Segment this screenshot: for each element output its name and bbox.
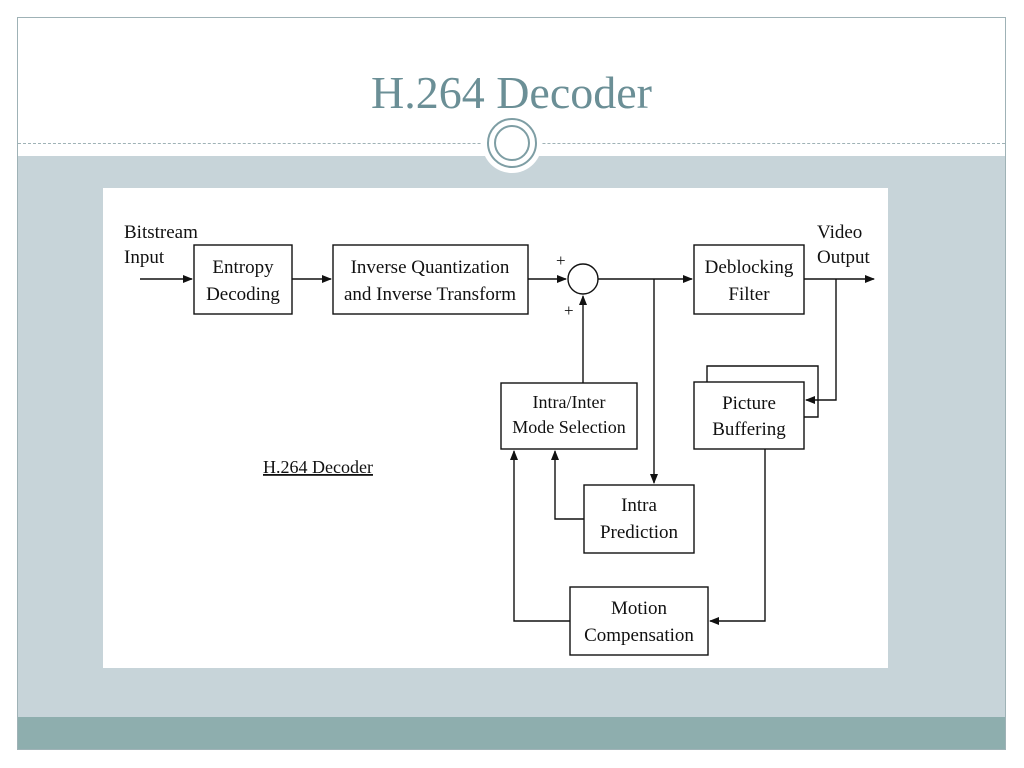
entropy-decoding-label-2: Decoding <box>206 284 280 305</box>
motion-compensation-block: Motion Compensation <box>569 586 709 656</box>
arrow-motion-comp-to-mode-selection <box>510 450 570 622</box>
ornament-ring-inner <box>494 125 530 161</box>
divider-ornament <box>482 113 542 173</box>
inverse-quantization-block: Inverse Quantization and Inverse Transfo… <box>332 244 529 315</box>
decoder-block-diagram: Bitstream Input Video Output Entropy Dec… <box>124 222 875 656</box>
input-label-line1: Bitstream <box>124 222 198 243</box>
sum-sign-bottom: + <box>564 301 574 320</box>
intra-prediction-block: Intra Prediction <box>583 484 695 554</box>
deblocking-filter-block: Deblocking Filter <box>693 244 805 315</box>
picture-buffering-label-2: Buffering <box>712 419 786 440</box>
inverse-quant-label-2: and Inverse Transform <box>344 284 516 305</box>
input-label-line2: Input <box>124 247 165 268</box>
output-label-line2: Output <box>817 247 871 268</box>
deblocking-label-2: Filter <box>728 284 770 305</box>
motion-compensation-label-2: Compensation <box>584 625 694 646</box>
slide-title: H.264 Decoder <box>370 67 652 118</box>
entropy-decoding-block: Entropy Decoding <box>193 244 293 315</box>
arrow-intra-prediction-to-mode-selection <box>551 450 584 520</box>
intra-inter-label-1: Intra/Inter <box>533 392 606 412</box>
output-label-line1: Video <box>817 222 862 243</box>
sum-sign-top: + <box>556 251 566 270</box>
intra-inter-mode-selection-block: Intra/Inter Mode Selection <box>500 382 638 450</box>
summing-junction: + + <box>556 251 599 320</box>
picture-buffering-block: Picture Buffering <box>693 365 819 450</box>
footer-band <box>18 717 1005 749</box>
motion-compensation-label-1: Motion <box>611 598 667 619</box>
intra-inter-label-2: Mode Selection <box>512 417 625 437</box>
ornament-ring <box>487 118 537 168</box>
inverse-quant-label-1: Inverse Quantization <box>351 257 510 278</box>
diagram-caption: H.264 Decoder <box>263 457 373 477</box>
deblocking-label-1: Deblocking <box>705 257 794 278</box>
arrow-picture-buffer-to-motion-comp <box>709 449 766 625</box>
entropy-decoding-label-1: Entropy <box>212 257 274 278</box>
intra-prediction-label-1: Intra <box>621 495 657 516</box>
decoder-figure: Bitstream Input Video Output Entropy Dec… <box>103 188 888 668</box>
intra-prediction-label-2: Prediction <box>600 522 679 543</box>
picture-buffering-label-1: Picture <box>722 393 776 414</box>
arrow-output-to-picture-buffer <box>805 279 837 404</box>
